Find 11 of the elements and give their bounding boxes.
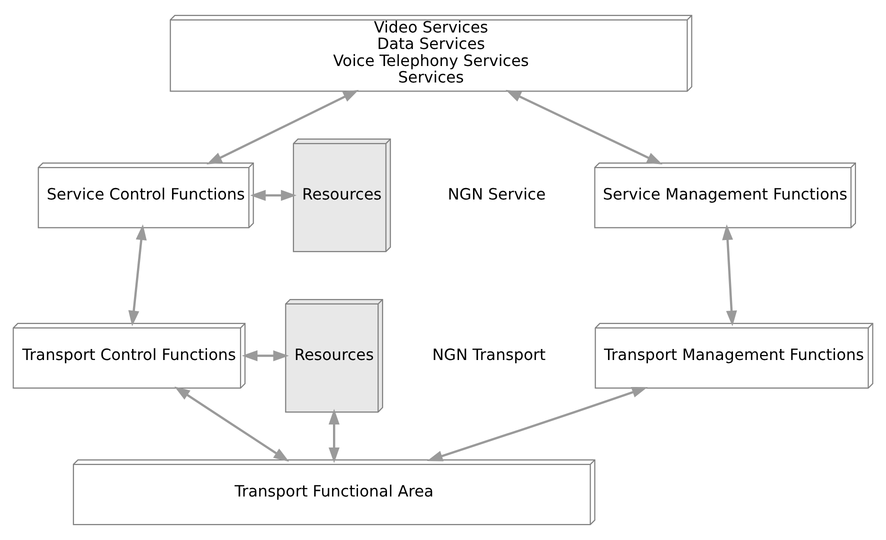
arrow — [427, 387, 648, 462]
label: NGN Transport — [432, 346, 546, 364]
arrow — [128, 224, 147, 326]
arrow — [506, 90, 663, 165]
arrow — [722, 224, 738, 326]
arrow — [206, 90, 359, 165]
arrow — [242, 350, 289, 362]
label: NGN Service — [448, 185, 546, 204]
arrow — [250, 190, 297, 201]
arrow — [328, 408, 340, 464]
arrow — [174, 386, 290, 462]
